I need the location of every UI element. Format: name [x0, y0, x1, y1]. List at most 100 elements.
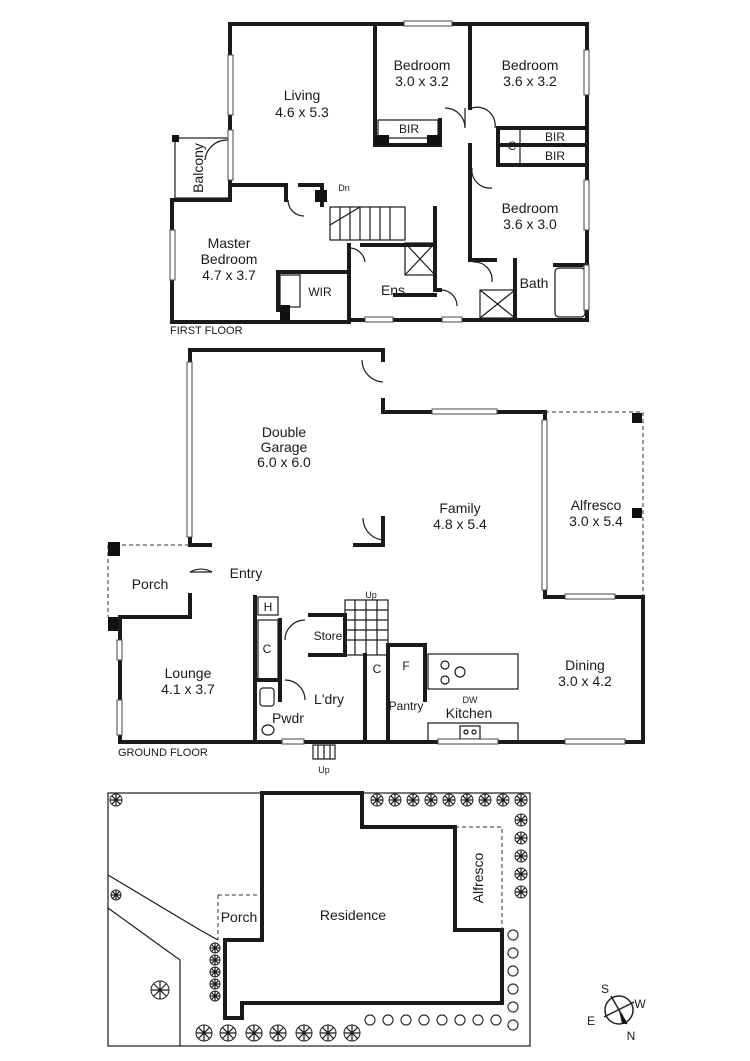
- room-alfresco-name: Alfresco: [571, 497, 622, 513]
- room-garage-name2: Garage: [261, 439, 308, 455]
- plant-icon: [507, 1019, 519, 1031]
- plant-icon: [364, 1014, 376, 1026]
- compass: S W E N: [587, 982, 646, 1043]
- plant-icon: [454, 1014, 466, 1026]
- plant-icon: [490, 1014, 502, 1026]
- label-pwdr: Pwdr: [272, 710, 304, 726]
- shrub-icon-detail: [461, 794, 473, 806]
- shrub-icon-detail: [515, 832, 527, 844]
- label-ens: Ens: [381, 282, 405, 298]
- room-bedroom4-dims: 3.6 x 3.0: [503, 216, 557, 232]
- site-porch-label: Porch: [221, 909, 258, 925]
- room-garage-dims: 6.0 x 6.0: [257, 454, 311, 470]
- label-dn: Dn: [338, 183, 350, 193]
- shrub-icon-detail: [296, 1025, 312, 1041]
- ground-floor-label: GROUND FLOOR: [118, 747, 208, 759]
- label-f: F: [402, 659, 409, 673]
- site-plan: Residence Porch Alfresco: [107, 791, 531, 1047]
- room-living-name: Living: [284, 87, 321, 103]
- label-h: H: [264, 600, 273, 614]
- first-floor-plan: Living 4.6 x 5.3 Bedroom 3.0 x 3.2 Bedro…: [169, 20, 590, 337]
- room-bedroom3-name: Bedroom: [502, 57, 559, 73]
- shrub-icon-detail: [220, 1025, 236, 1041]
- plant-icon: [507, 965, 519, 977]
- plant-icon: [472, 1014, 484, 1026]
- shrub-icon-detail: [196, 1025, 212, 1041]
- shrub-icon-detail: [111, 890, 121, 900]
- room-family-dims: 4.8 x 5.4: [433, 516, 487, 532]
- label-kitchen: Kitchen: [446, 705, 493, 721]
- label-c-ground-1: C: [263, 642, 272, 656]
- plant-icon: [436, 1014, 448, 1026]
- room-master-name2: Bedroom: [201, 251, 258, 267]
- plant-icon: [507, 947, 519, 959]
- shrub-icon-detail: [210, 955, 220, 965]
- plant-icon: [507, 1001, 519, 1013]
- shrub-icon-detail: [270, 1025, 286, 1041]
- room-alfresco-dims: 3.0 x 5.4: [569, 513, 623, 529]
- shrub-icon-detail: [479, 794, 491, 806]
- room-bedroom2-name: Bedroom: [394, 57, 451, 73]
- ground-floor-plan: Double Garage 6.0 x 6.0 Family 4.8 x 5.4…: [107, 348, 645, 775]
- shrub-icon-detail: [110, 794, 122, 806]
- site-residence-label: Residence: [320, 907, 386, 923]
- label-dw: DW: [463, 695, 478, 705]
- room-bedroom4-name: Bedroom: [502, 200, 559, 216]
- room-bedroom2-dims: 3.0 x 3.2: [395, 73, 449, 89]
- shrub-icon-detail: [515, 814, 527, 826]
- label-up-stairs: Up: [365, 590, 377, 600]
- room-lounge-dims: 4.1 x 3.7: [161, 681, 215, 697]
- label-bir-1: BIR: [399, 122, 419, 136]
- shrub-icon-detail: [246, 1025, 262, 1041]
- label-pantry: Pantry: [389, 699, 424, 713]
- label-c-first: C: [508, 139, 517, 153]
- shrub-icon-detail: [389, 794, 401, 806]
- label-ldry: L'dry: [314, 691, 344, 707]
- room-master-name: Master: [208, 235, 251, 251]
- shrub-icon-detail: [210, 979, 220, 989]
- label-bir-3: BIR: [545, 149, 565, 163]
- shrub-icon-detail: [210, 943, 220, 953]
- compass-e: E: [587, 1014, 595, 1028]
- shrub-icon-detail: [497, 794, 509, 806]
- compass-s: S: [601, 982, 609, 996]
- shrub-icon-detail: [443, 794, 455, 806]
- plant-icon: [400, 1014, 412, 1026]
- room-garage-name: Double: [262, 424, 307, 440]
- shrub-icon-detail: [320, 1025, 336, 1041]
- compass-n: N: [627, 1029, 636, 1043]
- shrub-icon-detail: [210, 967, 220, 977]
- label-bath: Bath: [520, 275, 549, 291]
- shrub-icon-detail: [407, 794, 419, 806]
- shrub-icon-detail: [344, 1025, 360, 1041]
- label-entry: Entry: [230, 565, 263, 581]
- room-dining-dims: 3.0 x 4.2: [558, 673, 612, 689]
- label-wir: WIR: [308, 285, 332, 299]
- shrub-icon-detail: [425, 794, 437, 806]
- room-lounge-name: Lounge: [165, 665, 212, 681]
- room-dining-name: Dining: [565, 657, 605, 673]
- site-alfresco-label: Alfresco: [470, 853, 486, 904]
- room-bedroom3-dims: 3.6 x 3.2: [503, 73, 557, 89]
- plant-icon: [507, 929, 519, 941]
- label-c-ground-2: C: [373, 662, 382, 676]
- room-master-dims: 4.7 x 3.7: [202, 267, 256, 283]
- compass-w: W: [634, 997, 646, 1011]
- plant-icon: [418, 1014, 430, 1026]
- label-porch: Porch: [132, 576, 169, 592]
- first-floor-label: FIRST FLOOR: [170, 325, 243, 337]
- site-shrubs: [109, 793, 528, 1042]
- shrub-icon-detail: [515, 794, 527, 806]
- shrub-icon-detail: [371, 794, 383, 806]
- label-store: Store: [314, 629, 343, 643]
- shrub-icon-detail: [210, 991, 220, 1001]
- label-balcony: Balcony: [190, 143, 206, 193]
- plant-icon: [382, 1014, 394, 1026]
- room-living-dims: 4.6 x 5.3: [275, 104, 329, 120]
- plant-icon: [507, 983, 519, 995]
- shrub-icon-detail: [515, 868, 527, 880]
- label-up-entry: Up: [318, 765, 330, 775]
- shrub-icon-detail: [515, 850, 527, 862]
- shrub-icon-detail: [515, 886, 527, 898]
